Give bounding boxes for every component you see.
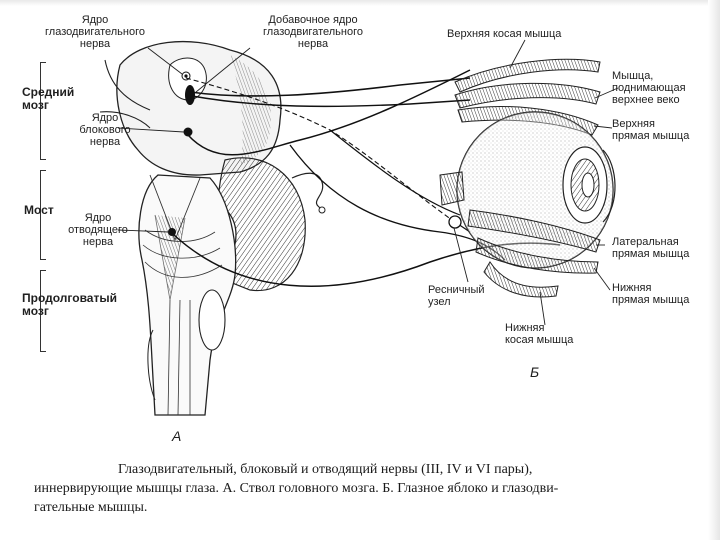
label-levator: Мышца, поднимающая верхнее веко [612, 70, 712, 106]
figure-caption: Глазодвигательный, блоковый и отводящий … [118, 460, 698, 517]
caption-line-1: Глазодвигательный, блоковый и отводящий … [118, 460, 698, 479]
optic-nerve [440, 172, 464, 205]
label-oculomotor-nucleus: Ядро глазодвигательного нерва [20, 14, 170, 50]
label-superior-oblique: Верхняя косая мышца [447, 28, 607, 40]
accessory-nucleus-dot [185, 85, 195, 105]
ciliary-ganglion [449, 216, 461, 228]
stem-body [139, 175, 236, 415]
eyeball-group [440, 59, 615, 297]
label-lateral-rectus: Латеральная прямая мышца [612, 236, 712, 260]
caption-line-3: гательные мышцы. [34, 498, 698, 517]
label-ciliary-ganglion: Ресничный узел [428, 284, 508, 308]
caption-line-2: иннервирующие мышцы глаза. А. Ствол голо… [34, 479, 698, 498]
label-panel-b: Б [530, 366, 550, 378]
label-superior-rectus: Верхняя прямая мышца [612, 118, 712, 142]
label-inferior-oblique: Нижняя косая мышца [505, 322, 605, 346]
label-inferior-rectus: Нижняя прямая мышца [612, 282, 712, 306]
label-midbrain: Средний мозг [22, 86, 102, 112]
label-medulla: Продолговатый мозг [22, 292, 132, 318]
label-accessory-nucleus: Добавочное ядро глазодвигательного нерва [238, 14, 388, 50]
olive [199, 290, 225, 350]
levator-muscle [455, 83, 600, 108]
label-panel-a: А [172, 430, 192, 442]
label-abducens-nucleus: Ядро отводящего нерва [58, 212, 138, 248]
label-trochlear-nucleus: Ядро блокового нерва [70, 112, 140, 148]
